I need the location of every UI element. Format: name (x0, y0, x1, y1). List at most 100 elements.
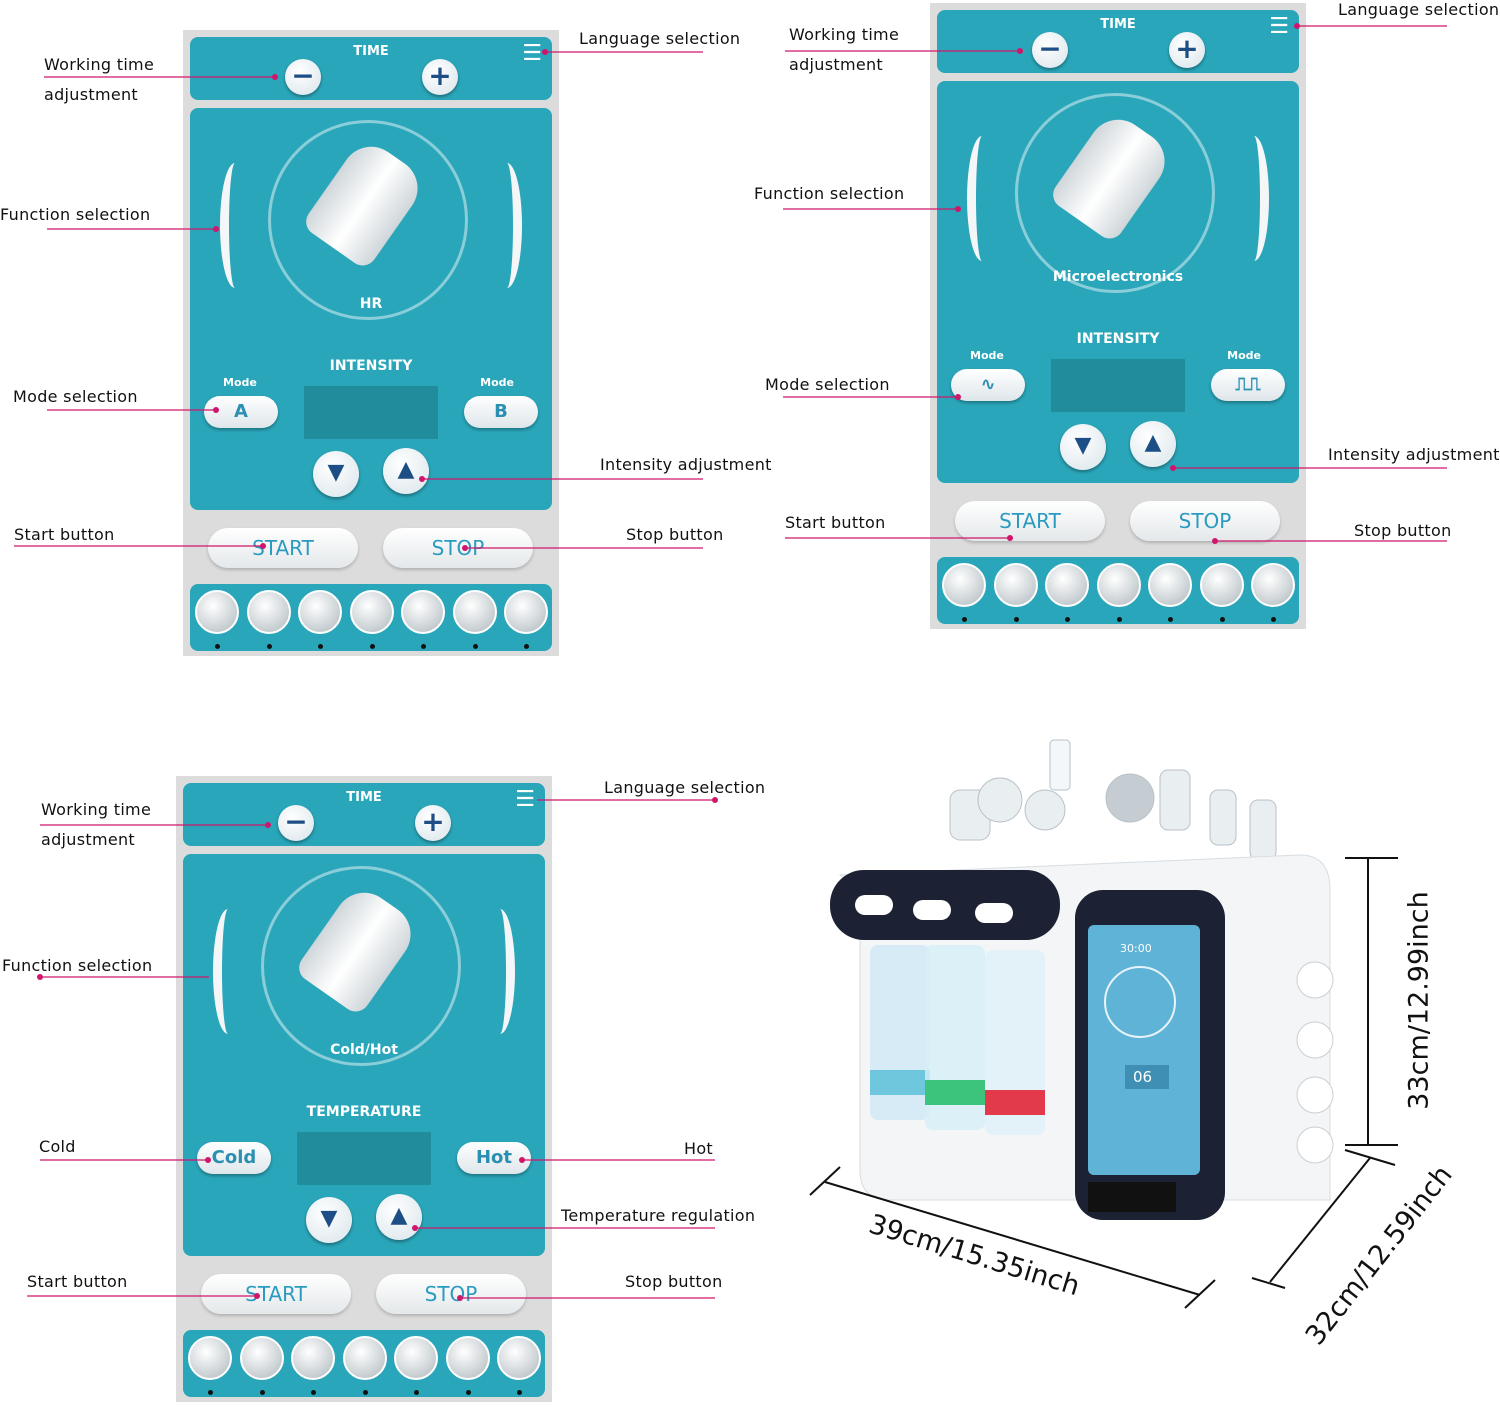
handpiece-select-button[interactable] (445, 1336, 490, 1395)
annotation-hot: Hot (684, 1139, 713, 1158)
time-bar: TIME − + ☰ (183, 783, 545, 846)
annotation-mode: Mode selection (13, 387, 138, 406)
decrease-button[interactable]: ▼ (306, 1197, 352, 1243)
annotation-stop: Stop button (1354, 521, 1452, 540)
handpiece-select-button[interactable] (942, 563, 986, 622)
handpiece-select-button[interactable] (298, 590, 342, 649)
time-plus-button[interactable]: + (415, 805, 451, 841)
increase-button[interactable]: ▲ (383, 448, 429, 494)
start-button[interactable]: START (208, 528, 358, 568)
language-menu-icon[interactable]: ☰ (522, 41, 542, 66)
function-next-button[interactable] (492, 163, 522, 288)
increase-button[interactable]: ▲ (1130, 421, 1176, 467)
language-menu-icon[interactable]: ☰ (515, 787, 535, 812)
annotation-working-time-1: Working time (41, 800, 152, 819)
start-button[interactable]: START (201, 1274, 351, 1314)
handpiece-select-button[interactable] (349, 590, 394, 649)
handpiece-select-button[interactable] (342, 1336, 387, 1395)
annotation-function: Function selection (2, 956, 153, 975)
annotation-mode: Mode selection (765, 375, 890, 394)
mode-left-label: Mode (223, 376, 257, 389)
handpiece-select-button[interactable] (394, 1336, 438, 1395)
language-menu-icon[interactable]: ☰ (1269, 14, 1289, 39)
handpiece-select-button[interactable] (195, 590, 239, 649)
device-drawing: 30:00 06 (809, 739, 1398, 1309)
handpiece-select-button[interactable] (1251, 563, 1295, 622)
handpiece-select-button[interactable] (239, 1336, 284, 1395)
handpiece-select-button[interactable] (1045, 563, 1089, 622)
value-display (304, 386, 438, 439)
annotation-working-time-1: Working time (789, 25, 900, 44)
time-title: TIME (353, 44, 389, 59)
time-title: TIME (346, 790, 382, 805)
stop-button[interactable]: STOP (383, 528, 533, 568)
function-prev-button[interactable] (967, 136, 997, 261)
device-illustration: 30:00 06 33cm/12.99inch 39cm/15.35inch 3… (800, 730, 1459, 1351)
handpiece-ring (261, 866, 461, 1066)
section-title: INTENSITY (1076, 331, 1160, 347)
time-title: TIME (1100, 17, 1136, 32)
water-bottles (870, 945, 1045, 1135)
annotation-function: Function selection (754, 184, 905, 203)
annotation-start: Start button (785, 513, 886, 532)
start-button[interactable]: START (955, 501, 1105, 541)
annotation-language: Language selection (1338, 0, 1500, 19)
time-minus-button[interactable]: − (278, 805, 314, 841)
function-name: Cold/Hot (330, 1042, 398, 1058)
function-area: HR INTENSITY Mode Mode A B ▼ ▲ (190, 108, 552, 510)
handpiece-select-button[interactable] (452, 590, 497, 649)
stop-button[interactable]: STOP (1130, 501, 1280, 541)
mode-left-button[interactable]: Cold (197, 1142, 271, 1174)
dimension-lines (809, 857, 1398, 1309)
time-bar: TIME − + ☰ (937, 10, 1299, 73)
value-display (297, 1132, 431, 1185)
handpiece-select-button[interactable] (1096, 563, 1141, 622)
annotation-start: Start button (14, 525, 115, 544)
mode-right-button[interactable]: B (464, 396, 538, 428)
function-area: Cold/Hot TEMPERATURE Cold Hot ▼ ▲ (183, 854, 545, 1256)
control-panel-screen: TIME − + ☰ Cold/Hot TEMPERATURE Cold Hot… (176, 776, 552, 1402)
handpiece-select-button[interactable] (504, 590, 548, 649)
handpiece-selector-bar (190, 584, 552, 651)
handpiece-select-button[interactable] (993, 563, 1038, 622)
time-minus-button[interactable]: − (285, 59, 321, 95)
annotation-cold: Cold (39, 1137, 76, 1156)
handpiece-select-button[interactable] (246, 590, 291, 649)
control-panel-screen: TIME − + ☰ HR INTENSITY Mode Mode A B ▼ … (183, 30, 559, 656)
decrease-button[interactable]: ▼ (313, 451, 359, 497)
screen-time: 30:00 (1120, 942, 1152, 955)
section-title: INTENSITY (329, 358, 413, 374)
handpiece-select-button[interactable] (497, 1336, 541, 1395)
annotation-stop: Stop button (626, 525, 724, 544)
handpiece-select-button[interactable] (1148, 563, 1192, 622)
mode-right-button[interactable]: Hot (457, 1142, 531, 1174)
stop-button[interactable]: STOP (376, 1274, 526, 1314)
handpiece-select-button[interactable] (188, 1336, 232, 1395)
function-prev-button[interactable] (213, 909, 243, 1034)
mode-right-button[interactable]: ⎍⎍ (1211, 369, 1285, 401)
increase-button[interactable]: ▲ (376, 1194, 422, 1240)
annotation-working-time-2: adjustment (41, 830, 135, 849)
screen-value: 06 (1133, 1068, 1152, 1086)
section-title: TEMPERATURE (306, 1104, 422, 1120)
handpiece-select-button[interactable] (401, 590, 445, 649)
mode-left-label: Mode (970, 349, 1004, 362)
function-next-button[interactable] (485, 909, 515, 1034)
control-panel-screen: TIME − + ☰ Microelectronics INTENSITY Mo… (930, 3, 1306, 629)
device-screen (1088, 925, 1200, 1175)
annotation-intensity: Intensity adjustment (600, 455, 772, 474)
mode-left-button[interactable]: A (204, 396, 278, 428)
function-next-button[interactable] (1239, 136, 1269, 261)
time-minus-button[interactable]: − (1032, 32, 1068, 68)
function-prev-button[interactable] (220, 163, 250, 288)
function-area: Microelectronics INTENSITY Mode Mode ∿ ⎍… (937, 81, 1299, 483)
handpiece-select-button[interactable] (1199, 563, 1244, 622)
annotation-language: Language selection (579, 29, 741, 48)
time-plus-button[interactable]: + (1169, 32, 1205, 68)
decrease-button[interactable]: ▼ (1060, 424, 1106, 470)
mode-left-button[interactable]: ∿ (951, 369, 1025, 401)
function-name: HR (359, 296, 383, 312)
handpiece-select-button[interactable] (291, 1336, 335, 1395)
time-plus-button[interactable]: + (422, 59, 458, 95)
annotation-dot (712, 797, 718, 803)
